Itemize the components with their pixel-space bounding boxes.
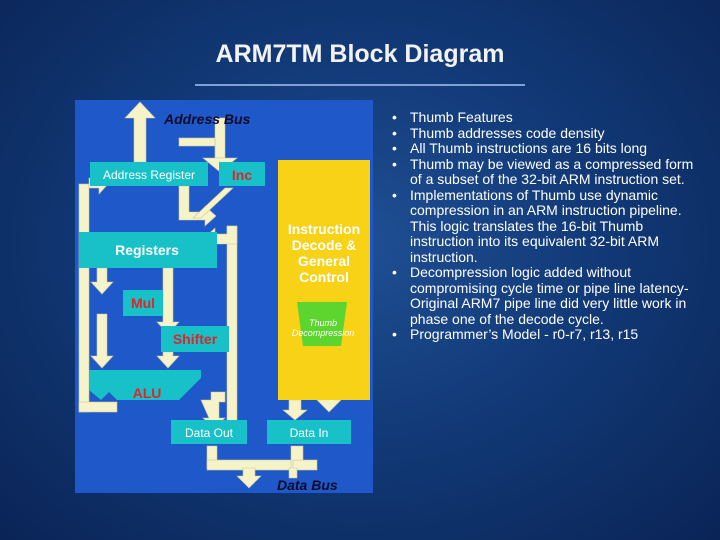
bullet-marker: • — [392, 326, 397, 342]
bullet-text: Thumb addresses code density — [410, 124, 605, 141]
address-bus-arrow — [124, 101, 156, 163]
address-register-label: Address Register — [103, 168, 195, 182]
data-out-block — [171, 420, 247, 444]
bullet-marker: • — [392, 155, 397, 172]
instruction-decode-block — [278, 160, 370, 400]
thumb-decompression-line-1: Thumb — [309, 318, 337, 328]
decode-to-data-in-arrow — [282, 399, 308, 421]
instruction-decode-line-1: Instruction — [288, 221, 360, 237]
alu-block — [89, 370, 201, 400]
bullet-item: • All Thumb instructions are 16 bits long — [392, 140, 704, 157]
bullet-marker: • — [392, 109, 397, 125]
bullet-marker: • — [392, 264, 397, 280]
shifter-to-alu-arrow — [156, 351, 180, 369]
shifter-label: Shifter — [173, 331, 218, 347]
alu-label: ALU — [133, 385, 162, 401]
thumb-decompression-block — [297, 302, 347, 346]
bullet-text: Implementations of Thumb use dynamic com… — [410, 186, 682, 265]
mul-to-alu-arrow — [90, 313, 114, 369]
address-bus-label: Address Bus — [163, 111, 251, 127]
title-underline — [195, 84, 525, 86]
bullet-text: Decompression logic added without compro… — [410, 264, 689, 327]
instruction-decode-line-3: General — [298, 253, 350, 269]
data-bus-down-arrow — [236, 467, 262, 489]
slide-title: ARM7TM Block Diagram — [215, 40, 505, 68]
registers-block — [79, 232, 217, 268]
instruction-decode-line-4: Control — [299, 269, 349, 285]
inc-block — [219, 162, 265, 186]
inc-label: Inc — [232, 167, 252, 183]
mul-block — [123, 290, 163, 316]
registers-to-mul-arrow — [90, 267, 114, 295]
registers-label: Registers — [115, 242, 179, 258]
address-register-block — [90, 162, 208, 186]
mul-label: Mul — [131, 295, 155, 311]
thumb-decompression-line-2: Decompression — [292, 328, 355, 338]
bullet-item: • Decompression logic added without compr… — [392, 264, 704, 327]
bullet-text: All Thumb instructions are 16 bits long — [410, 140, 648, 156]
bullet-item: • Implementations of Thumb use dynamic co… — [392, 186, 704, 266]
bullet-marker: • — [392, 140, 397, 156]
inc-left-bar — [178, 137, 216, 147]
bullet-marker: • — [392, 124, 397, 141]
data-out-label: Data Out — [185, 426, 234, 440]
data-bus-horizontal — [206, 459, 318, 471]
alu-to-data-out-arrow — [200, 391, 226, 429]
bullet-item: • Thumb may be viewed as a compressed for… — [392, 155, 704, 188]
data-in-block — [267, 420, 351, 444]
data-bus-to-data-in-arrow — [288, 445, 304, 479]
bullet-text: Programmer’s Model - r0-r7, r13, r15 — [410, 326, 639, 342]
inc-register-path — [178, 185, 217, 227]
bullet-item: • Thumb Features — [392, 109, 704, 126]
bullet-item: • Programmer’s Model - r0-r7, r13, r15 — [392, 326, 704, 343]
block-diagram: Address Register Inc Registers Mul Shift… — [75, 100, 373, 493]
alu-to-address-left-bar — [78, 183, 90, 413]
bullet-text: Thumb may be viewed as a compressed form… — [410, 155, 694, 187]
shifter-block — [161, 326, 229, 352]
bullet-marker: • — [392, 186, 397, 203]
bullet-list: • Thumb Features • Thumb addresses code de… — [392, 109, 704, 343]
alu-left-connector — [78, 401, 118, 413]
inc-curve-connector — [192, 187, 234, 219]
instruction-decode-line-2: Decode & — [292, 237, 357, 253]
bullet-item: • Thumb addresses code density — [392, 124, 704, 142]
block-diagram-svg: Address Register Inc Registers Mul Shift… — [78, 101, 370, 493]
data-bus-label: Data Bus — [277, 477, 338, 493]
bullet-text: Thumb Features — [410, 109, 513, 125]
data-in-label: Data In — [290, 426, 329, 440]
